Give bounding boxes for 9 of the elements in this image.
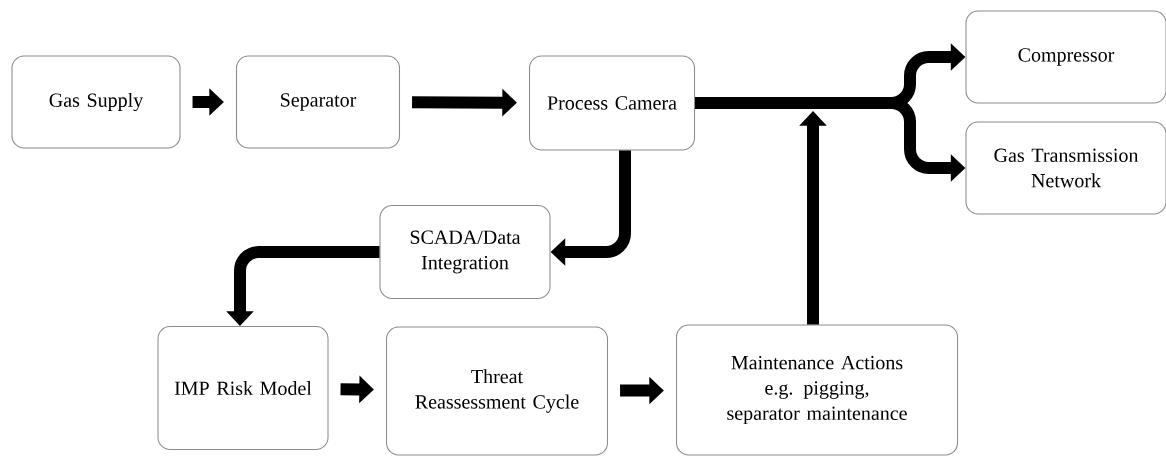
process-box: Process Camera (528, 55, 696, 151)
process-box: Separator (235, 55, 401, 149)
process-box: Gas Transmission Network (965, 121, 1166, 215)
process-box: Maintenance Actions e.g. pigging, separator maintenance (675, 324, 959, 456)
process-box: IMP Risk Model (157, 325, 329, 451)
process-box: Threat Reassessment Cycle (385, 326, 609, 456)
process-box: Compressor (965, 10, 1166, 104)
process-box: Gas Supply (11, 55, 181, 149)
process-box: SCADA/Data Integration (379, 204, 551, 300)
